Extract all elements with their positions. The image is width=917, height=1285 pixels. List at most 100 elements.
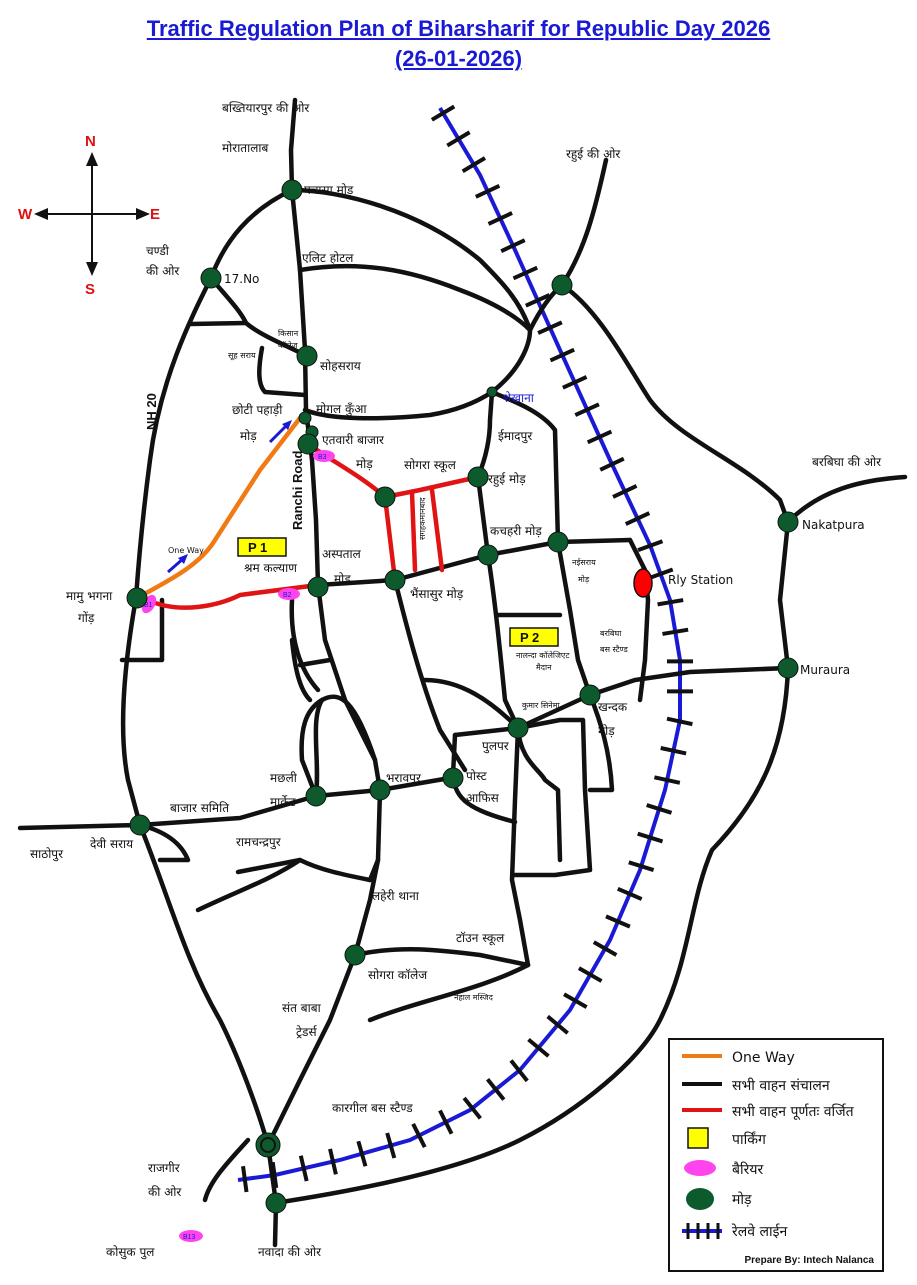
railway-tie bbox=[524, 293, 551, 308]
label-rajgir-1: राजगीर bbox=[148, 1161, 181, 1175]
railway-tie bbox=[574, 402, 600, 417]
label-nalanda-1: नालन्दा कॉलेजिएट bbox=[516, 650, 570, 660]
railway-tie bbox=[612, 484, 638, 499]
railway-tie bbox=[537, 320, 563, 335]
label-rajgir-2: की ओर bbox=[148, 1185, 182, 1199]
railway-tie bbox=[637, 831, 664, 844]
legend-prohibited: सभी वाहन पूर्णतः वर्जित bbox=[682, 1104, 854, 1120]
railway-tie bbox=[500, 238, 526, 253]
label-sogra-school: सोगरा स्कूल bbox=[404, 458, 457, 473]
svg-text:B2: B2 bbox=[283, 592, 292, 599]
railway-tie bbox=[586, 429, 613, 445]
junction-rahui-mod bbox=[467, 466, 489, 488]
junction-naisarai bbox=[547, 531, 569, 553]
railway-tie bbox=[527, 1037, 550, 1058]
parking-p1: P 1 bbox=[237, 537, 287, 557]
map-date: (26-01-2026) bbox=[394, 46, 523, 71]
railway-tie bbox=[430, 104, 456, 122]
label-ramchandrapur: रामचन्द्रपुर bbox=[236, 835, 282, 850]
railway-tie bbox=[637, 539, 664, 553]
legend-all-vehicles: सभी वाहन संचालन bbox=[682, 1078, 830, 1094]
junction-kachahri bbox=[477, 544, 499, 566]
compass-south: S bbox=[85, 281, 95, 298]
label-chandi-2: की ओर bbox=[146, 264, 180, 278]
label-naisarai-2: मोड़ bbox=[578, 574, 590, 584]
label-mamu-2: गोंड़ bbox=[78, 611, 95, 625]
label-aspatal-2: मोड़ bbox=[334, 572, 351, 586]
railway-tie bbox=[646, 803, 673, 815]
label-naisarai-1: नईसराय bbox=[572, 557, 596, 567]
railway-tie bbox=[647, 567, 674, 581]
label-bhainsasur: भैंसासुर मोड़ bbox=[410, 587, 464, 602]
one-way-road bbox=[134, 415, 303, 601]
railway-tie bbox=[438, 1109, 454, 1135]
label-sohsarai: सोहसराय bbox=[320, 359, 362, 373]
junction-sogra-road bbox=[374, 486, 396, 508]
label-chhoti-1: छोटी पहाड़ी bbox=[232, 403, 283, 417]
label-post-1: पोस्ट bbox=[466, 769, 488, 783]
junction-pulpar bbox=[507, 717, 529, 739]
junction-pachasa bbox=[281, 179, 303, 201]
junction-bharavpar bbox=[369, 779, 391, 801]
label-aspatal-1: अस्पताल bbox=[322, 547, 362, 561]
label-khandak-1: खन्दक bbox=[598, 700, 628, 714]
junction-sohsarai bbox=[296, 345, 318, 367]
junction-sekhana bbox=[486, 386, 498, 398]
railway-tie bbox=[241, 1165, 249, 1193]
label-chhoti-2: मोड़ bbox=[240, 429, 257, 443]
label-rly-station: Rly Station bbox=[668, 573, 733, 587]
junction-sogra-college bbox=[344, 944, 366, 966]
label-machhli-2: मार्केट bbox=[270, 795, 297, 809]
railway-tie bbox=[549, 347, 575, 363]
legend-junction: मोड़ bbox=[680, 1186, 880, 1212]
label-khandak-2: मोड़ bbox=[598, 724, 615, 738]
legend-railway: रेलवे लाईन bbox=[682, 1223, 788, 1240]
railway-tie bbox=[446, 130, 471, 148]
railway-tie bbox=[270, 1161, 279, 1189]
label-elite-hotel: एलिट होटल bbox=[302, 251, 354, 265]
one-way-arrow bbox=[167, 420, 292, 574]
railway-tie bbox=[592, 940, 618, 957]
label-sekhana: शेखाना bbox=[503, 391, 535, 405]
railway-tie bbox=[356, 1140, 368, 1167]
label-laheri-thana: लहेरी थाना bbox=[372, 889, 420, 903]
label-rahui-dir: रहुई की ओर bbox=[566, 147, 621, 162]
svg-text:P 1: P 1 bbox=[248, 540, 267, 555]
railway-line bbox=[237, 104, 693, 1193]
label-kisan-1: किसान bbox=[278, 328, 299, 338]
svg-text:B3: B3 bbox=[318, 454, 327, 461]
junction-etwari bbox=[297, 433, 319, 455]
map-title: Traffic Regulation Plan of Biharsharif f… bbox=[146, 16, 771, 41]
label-nh20: NH 20 bbox=[144, 393, 159, 430]
label-imadpur: ईमादपुर bbox=[498, 429, 533, 444]
railway-tie bbox=[577, 966, 603, 983]
junction-devi-sarai bbox=[129, 814, 151, 836]
label-barbigha-2: बस स्टैण्ड bbox=[600, 644, 628, 654]
label-shram-kalyan: श्रम कल्याण bbox=[244, 561, 297, 575]
label-barbigha-1: बरबिघा bbox=[600, 628, 622, 638]
railway-tie bbox=[666, 716, 693, 727]
railway-tie bbox=[563, 992, 588, 1009]
junction-17no bbox=[200, 267, 222, 289]
label-sant-baba-1: संत बाबा bbox=[282, 1001, 322, 1015]
label-town-school: टॉउन स्कूल bbox=[456, 931, 505, 946]
label-etwari-2: मोड़ bbox=[356, 457, 373, 471]
railway-tie bbox=[599, 456, 625, 472]
railway-tie bbox=[562, 375, 588, 390]
label-sant-baba-2: ट्रेडर्स bbox=[296, 1025, 318, 1039]
railway-ties bbox=[241, 104, 693, 1193]
label-muraura: Muraura bbox=[800, 663, 850, 677]
parking-p2: P 2 bbox=[509, 627, 559, 647]
railway-station-marker bbox=[633, 568, 653, 598]
label-devi-sarai: देवी सराय bbox=[90, 837, 134, 851]
railway-tie bbox=[486, 1078, 506, 1101]
railway-tie bbox=[624, 511, 651, 526]
label-17no: 17.No bbox=[224, 272, 259, 286]
label-moratalab: मोरातालाब bbox=[222, 141, 269, 155]
compass-north: N bbox=[85, 133, 96, 150]
junction-rajgir bbox=[255, 1132, 281, 1158]
railway-tie bbox=[512, 265, 539, 281]
label-sooh-sarai: सूह सराय bbox=[228, 351, 256, 361]
junction-nakatpura bbox=[777, 511, 799, 533]
legend-parking: पार्किंग bbox=[680, 1126, 880, 1152]
